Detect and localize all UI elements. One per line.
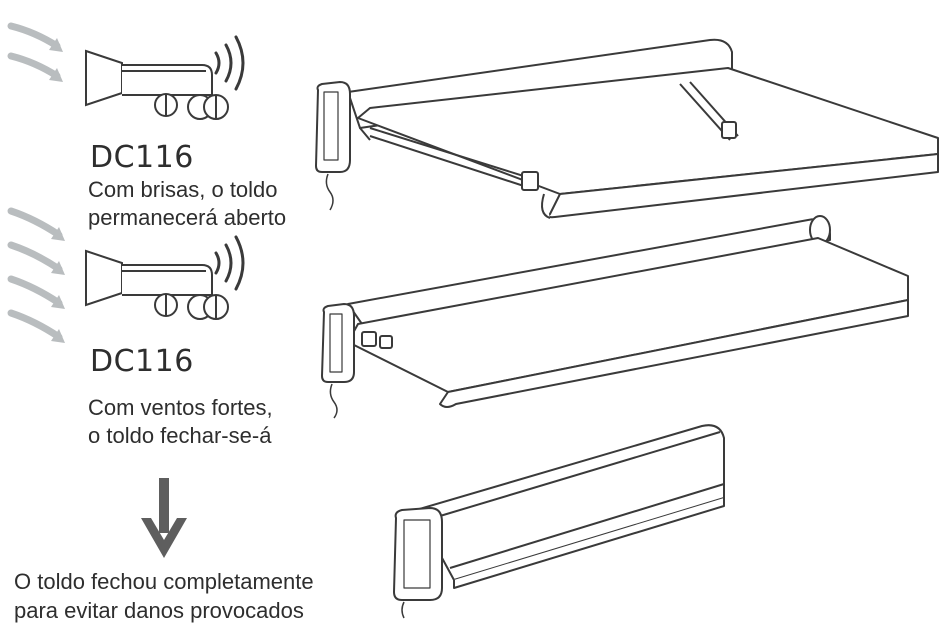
wind-sensor-icon: [85, 49, 229, 120]
sensor-breeze-code: DC116: [90, 140, 194, 175]
signal-waves-icon: [214, 35, 245, 91]
sensor-strong-text-line1: Com ventos fortes,: [88, 395, 273, 420]
wind-arrows-icon: [7, 207, 65, 343]
sensor-strong-code: DC116: [90, 344, 194, 379]
signal-waves-icon: [214, 235, 245, 291]
awning-partial-illustration: [321, 215, 909, 419]
result-text-line2: para evitar danos provocados: [14, 598, 304, 623]
awning-closed-illustration: [393, 424, 725, 619]
down-arrow-icon: [141, 478, 187, 558]
result-text-line1: O toldo fechou completamente: [14, 569, 314, 594]
wind-sensor-icon: [85, 249, 229, 320]
awning-open-illustration: [315, 38, 939, 219]
sensor-breeze-text-line1: Com brisas, o toldo: [88, 177, 278, 202]
sensor-strong-text-line2: o toldo fechar-se-á: [88, 423, 272, 448]
wind-arrows-icon: [7, 22, 63, 82]
sensor-breeze-text-line2: permanecerá aberto: [88, 205, 287, 230]
